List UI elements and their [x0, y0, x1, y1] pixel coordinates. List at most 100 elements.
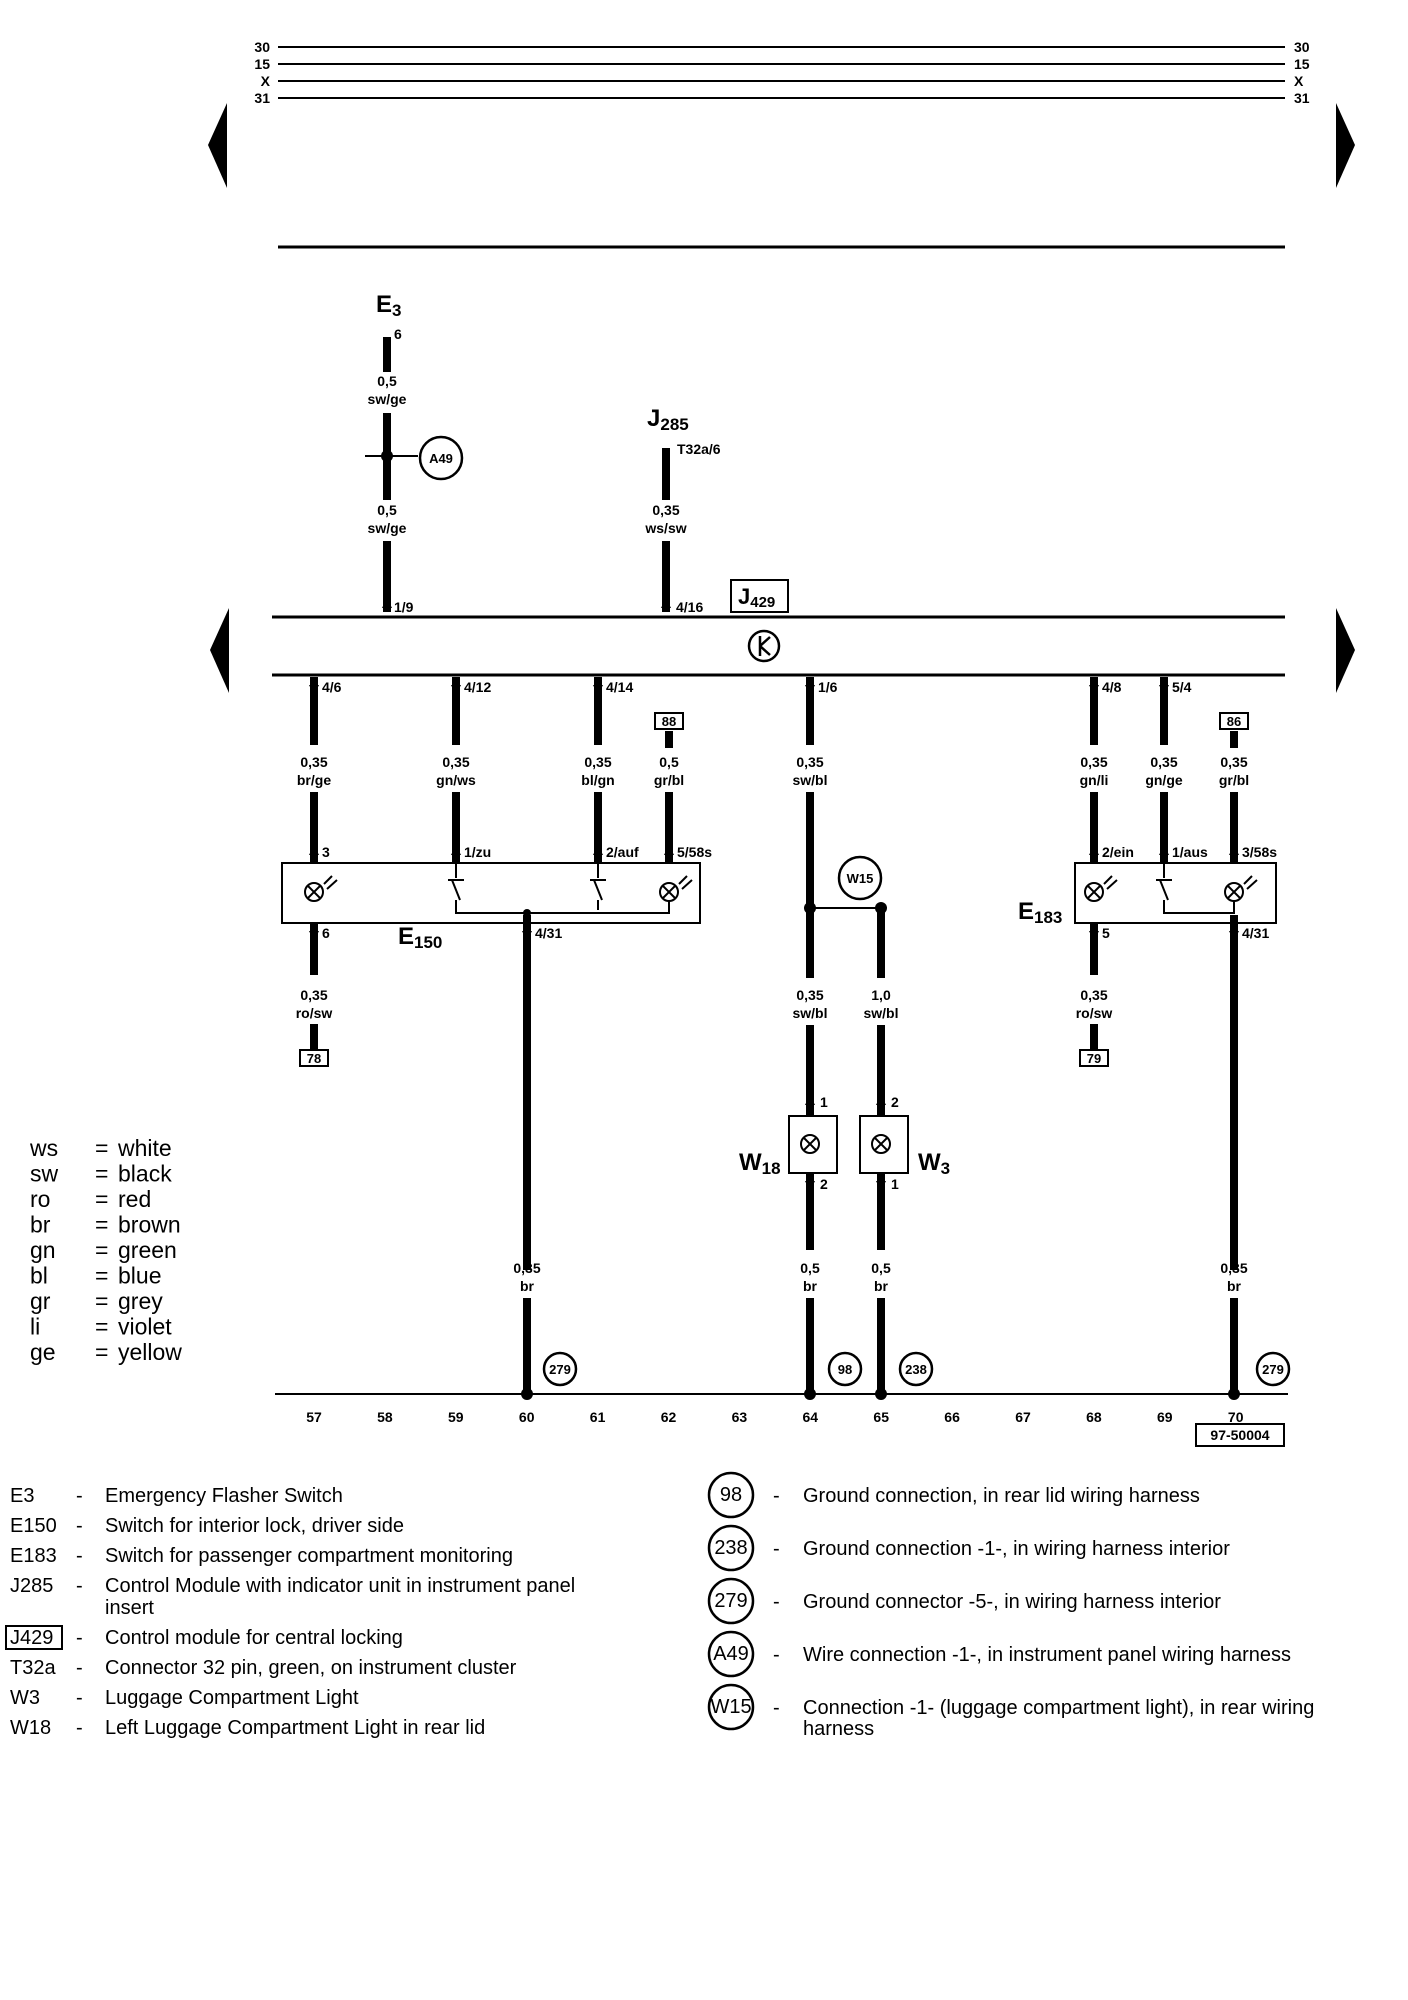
- circle-w15: [837, 855, 883, 901]
- bus-label-30-right: 30: [1294, 39, 1310, 55]
- component-desc-cont: insert: [105, 1597, 154, 1619]
- current-track-number: 57: [306, 1409, 322, 1425]
- component-desc: Control module for central locking: [105, 1627, 403, 1649]
- component-e150: E150 6 0,35 ro/sw 78 4/31: [281, 862, 701, 1270]
- svg-text:1/9: 1/9: [394, 599, 414, 615]
- component-e3: E3 6 0,5 sw/ge 0,5 sw/ge 1/9: [365, 291, 418, 615]
- luggage-lights: W15 0,35 sw/bl 1,0 sw/bl 1 2 W18 W3 2 1: [739, 855, 950, 1250]
- j285-label: J285: [647, 405, 689, 434]
- legend-name: =: [95, 1161, 108, 1187]
- ground-279-icon: [542, 1351, 578, 1387]
- bus-label-30: 30: [254, 39, 270, 55]
- ground-279-icon: [1255, 1351, 1291, 1387]
- legend-name: =: [95, 1339, 108, 1365]
- component-code: J285: [10, 1575, 53, 1597]
- svg-text:3: 3: [322, 844, 330, 860]
- svg-text:0,35: 0,35: [1220, 754, 1247, 770]
- svg-text:0,35: 0,35: [300, 987, 327, 1003]
- current-track-number: 61: [590, 1409, 606, 1425]
- current-track-number: 58: [377, 1409, 393, 1425]
- current-track-number: 70: [1228, 1409, 1244, 1425]
- prev-page-arrow-top: [208, 103, 227, 188]
- svg-text:2: 2: [891, 1094, 899, 1110]
- next-page-arrow-top: [1336, 103, 1355, 188]
- legend-code: bl: [30, 1263, 48, 1289]
- ground-symbol-icon: [707, 1630, 755, 1678]
- ground-desc-cont: harness: [803, 1718, 874, 1740]
- svg-text:3/58s: 3/58s: [1242, 844, 1277, 860]
- svg-text:98: 98: [838, 1362, 852, 1377]
- svg-text:4/14: 4/14: [606, 679, 633, 695]
- svg-text:ro/sw: ro/sw: [1076, 1005, 1113, 1021]
- ground-238-icon: [898, 1351, 934, 1387]
- svg-text:gn/ws: gn/ws: [436, 772, 476, 788]
- svg-text:0,35: 0,35: [796, 754, 823, 770]
- svg-text:0,35: 0,35: [442, 754, 469, 770]
- bus-label-15: 15: [254, 56, 270, 72]
- svg-text:br: br: [803, 1278, 818, 1294]
- ground-98-icon: [827, 1351, 863, 1387]
- bus-label-15-right: 15: [1294, 56, 1310, 72]
- svg-text:1: 1: [820, 1094, 828, 1110]
- svg-text:4/12: 4/12: [464, 679, 491, 695]
- dash: -: [76, 1575, 83, 1597]
- legend-code: ro: [30, 1186, 50, 1212]
- svg-text:ws/sw: ws/sw: [644, 520, 686, 536]
- ground-symbol-icon: [707, 1524, 755, 1572]
- circle-a49: A49: [418, 435, 464, 481]
- ground-desc: Wire connection -1-, in instrument panel…: [803, 1644, 1291, 1666]
- component-desc: Connector 32 pin, green, on instrument c…: [105, 1657, 517, 1679]
- e150-label: E150: [398, 923, 442, 952]
- legend-color-name: green: [118, 1237, 177, 1263]
- legend-name: =: [95, 1288, 108, 1314]
- legend-color-name: blue: [118, 1263, 161, 1289]
- dash: -: [773, 1697, 780, 1719]
- component-e183: E183 5 0,35 ro/sw 79 4/31: [1018, 862, 1277, 1270]
- ground-code: 279: [714, 1590, 747, 1612]
- svg-text:sw/ge: sw/ge: [368, 391, 407, 407]
- svg-text:4/16: 4/16: [676, 599, 703, 615]
- legend-code: br: [30, 1212, 51, 1238]
- wires-under-j429: 4/6 0,35 br/ge 3 4/12 0,35 gn/ws 1/zu 4/…: [297, 677, 1277, 978]
- legend-name: =: [95, 1314, 108, 1340]
- ground-desc: Connection -1- (luggage compartment ligh…: [803, 1697, 1314, 1719]
- component-code: T32a: [10, 1657, 56, 1679]
- ground-code: A49: [713, 1643, 749, 1665]
- svg-text:0,35: 0,35: [1080, 754, 1107, 770]
- component-desc: Control Module with indicator unit in in…: [105, 1575, 575, 1597]
- current-track-number: 68: [1086, 1409, 1102, 1425]
- legend-code: gr: [30, 1288, 51, 1314]
- svg-text:2/auf: 2/auf: [606, 844, 639, 860]
- ground-code: 98: [720, 1484, 742, 1506]
- current-track-number: 59: [448, 1409, 464, 1425]
- ground-code: 238: [714, 1537, 747, 1559]
- legend-code: ge: [30, 1339, 56, 1365]
- svg-text:sw/bl: sw/bl: [792, 772, 827, 788]
- svg-text:4/31: 4/31: [1242, 925, 1269, 941]
- ground-section: 0,35 br 0,5 br 0,5 br 0,35 br 279 98 238…: [275, 1260, 1291, 1400]
- connection-88: 88: [662, 714, 676, 729]
- component-desc: Switch for interior lock, driver side: [105, 1515, 404, 1537]
- current-track-number: 60: [519, 1409, 535, 1425]
- svg-text:br: br: [520, 1278, 535, 1294]
- component-code: W3: [10, 1687, 40, 1709]
- current-track-number: 69: [1157, 1409, 1173, 1425]
- svg-text:sw/bl: sw/bl: [792, 1005, 827, 1021]
- svg-text:W15: W15: [847, 871, 874, 886]
- w3-label: W3: [918, 1149, 950, 1178]
- svg-text:6: 6: [322, 925, 330, 941]
- j429-label: J429: [738, 584, 775, 611]
- central-locking-symbol-icon: [747, 629, 781, 663]
- legend-color-name: white: [117, 1135, 172, 1161]
- next-page-arrow-mid: [1336, 608, 1355, 693]
- svg-text:0,5: 0,5: [800, 1260, 820, 1276]
- legend-name: =: [95, 1135, 108, 1161]
- svg-text:1: 1: [891, 1176, 899, 1192]
- component-code: E183: [10, 1545, 57, 1567]
- current-track-number: 65: [873, 1409, 889, 1425]
- ground-desc: Ground connector -5-, in wiring harness …: [803, 1591, 1221, 1613]
- legend-color-name: black: [118, 1161, 172, 1187]
- legend-color-name: red: [118, 1186, 151, 1212]
- dash: -: [76, 1687, 83, 1709]
